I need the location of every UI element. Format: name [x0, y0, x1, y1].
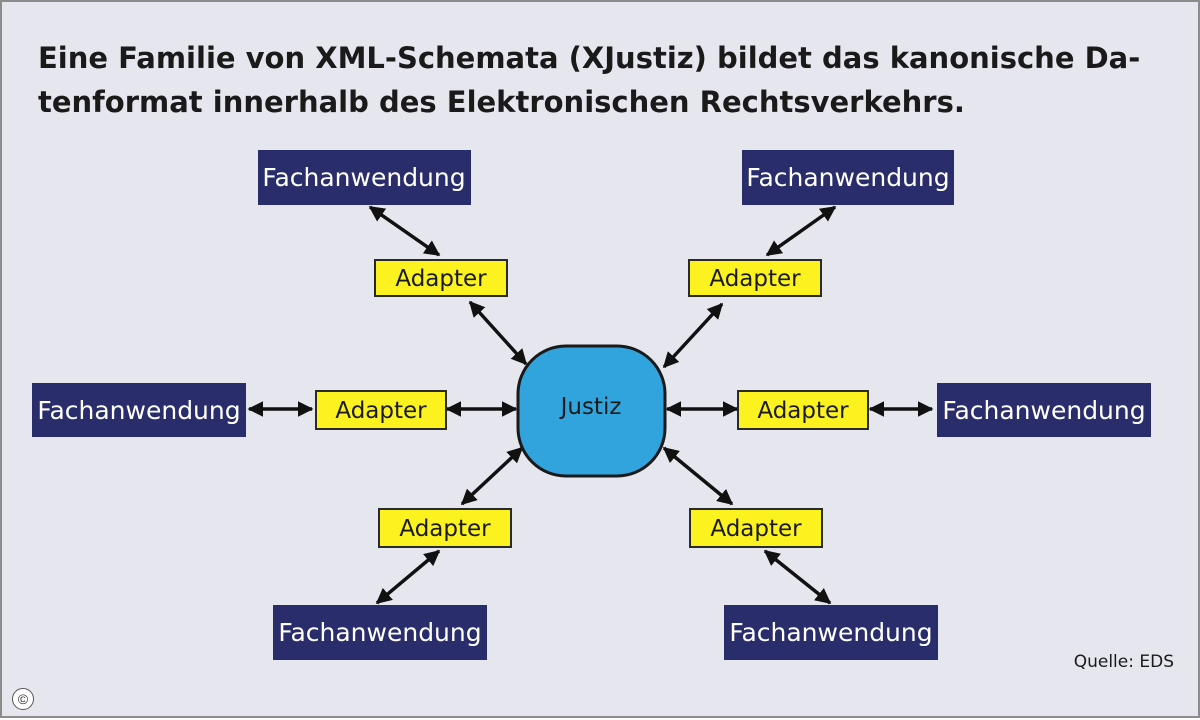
diagram-title: Eine Familie von XML-Schemata (XJustiz) …: [38, 36, 1158, 124]
arrow-app-adapter-top-left: [368, 205, 441, 257]
arrow-adapter-hub-bottom-right: [662, 446, 734, 506]
adapter-label: Adapter: [757, 398, 849, 424]
source-credit: Quelle: EDS: [1073, 652, 1174, 672]
adapter-label: Adapter: [395, 266, 487, 292]
arrow-app-adapter-top-right: [765, 205, 837, 257]
adapter-box-top-left: Adapter: [374, 259, 508, 297]
application-box-bottom-left: Fachanwendung: [273, 605, 487, 660]
adapter-label: Adapter: [710, 516, 802, 542]
application-box-top-left: Fachanwendung: [258, 150, 471, 205]
adapter-label: Adapter: [335, 398, 427, 424]
justiz-hub: Justiz: [516, 344, 667, 478]
arrow-adapter-hub-top-left: [468, 300, 528, 366]
application-box-right: Fachanwendung: [937, 383, 1151, 437]
hub-label: Justiz: [559, 394, 622, 420]
adapter-box-bottom-left: Adapter: [378, 508, 512, 548]
application-label: Fachanwendung: [746, 163, 949, 192]
arrow-adapter-hub-bottom-left: [460, 446, 524, 506]
application-label: Fachanwendung: [942, 396, 1145, 425]
application-box-bottom-right: Fachanwendung: [724, 605, 938, 660]
arrow-adapter-hub-top-right: [662, 302, 724, 369]
arrow-app-adapter-bottom-left: [375, 549, 441, 605]
title-line-2: tenformat innerhalb des Elektronischen R…: [38, 85, 965, 119]
arrow-app-adapter-bottom-right: [763, 549, 832, 605]
application-box-top-right: Fachanwendung: [742, 150, 954, 205]
copyright-icon: ©: [12, 688, 34, 710]
title-line-1: Eine Familie von XML-Schemata (XJustiz) …: [38, 41, 1141, 75]
application-label: Fachanwendung: [262, 163, 465, 192]
adapter-box-bottom-right: Adapter: [689, 508, 823, 548]
application-box-left: Fachanwendung: [32, 383, 246, 437]
application-label: Fachanwendung: [278, 618, 481, 647]
application-label: Fachanwendung: [37, 396, 240, 425]
adapter-box-left: Adapter: [315, 390, 447, 430]
adapter-box-top-right: Adapter: [688, 259, 822, 297]
application-label: Fachanwendung: [729, 618, 932, 647]
adapter-label: Adapter: [709, 266, 801, 292]
adapter-label: Adapter: [399, 516, 491, 542]
adapter-box-right: Adapter: [737, 390, 869, 430]
